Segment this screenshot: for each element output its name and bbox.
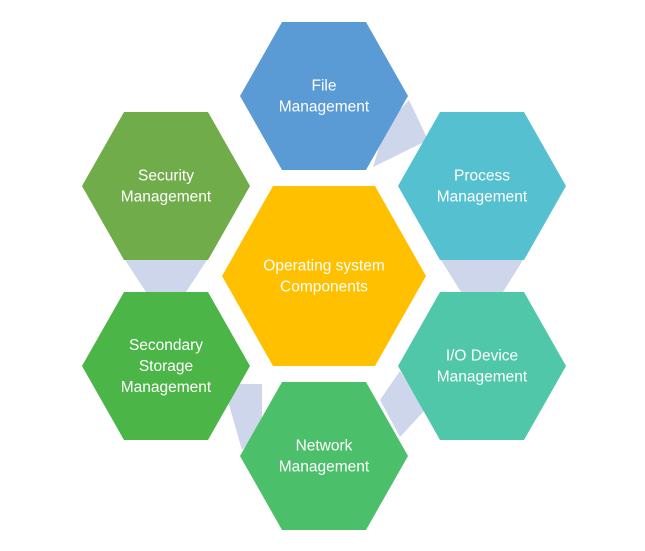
- file-management-hexagon-label-line: File: [312, 78, 337, 95]
- secondary-storage-management-hexagon-shape: [82, 292, 250, 440]
- connector-io-network: [380, 371, 425, 437]
- connector-storage-security: [125, 260, 207, 292]
- io-device-management-hexagon-label-line: I/O Device: [446, 348, 518, 365]
- io-device-management-hexagon-shape: [398, 292, 566, 440]
- network-management-hexagon-label-line: Network: [296, 438, 353, 455]
- operating-system-components-hexagon-shape: [222, 186, 426, 366]
- connector-file-process: [373, 100, 428, 167]
- process-management-hexagon-label-line: Management: [437, 189, 528, 206]
- security-management-hexagon-shape: [82, 112, 250, 260]
- security-management-hexagon-label-line: Security: [138, 168, 194, 185]
- secondary-storage-management-hexagon-label-line: Storage: [139, 358, 193, 375]
- connector-network-storage: [223, 384, 262, 450]
- secondary-storage-management-hexagon-label-line: Management: [121, 379, 212, 396]
- network-management-hexagon-shape: [240, 382, 408, 530]
- secondary-storage-management-hexagon-label-line: Secondary: [129, 337, 203, 354]
- security-management-hexagon-label-line: Management: [121, 189, 212, 206]
- operating-system-components-hexagon-label-line: Operating system: [263, 258, 384, 275]
- network-management-hexagon-label-line: Management: [279, 459, 370, 476]
- connector-process-io: [441, 260, 523, 292]
- file-management-hexagon-label-line: Management: [279, 99, 370, 116]
- io-device-management-hexagon-label-line: Management: [437, 369, 528, 386]
- connectors: [125, 100, 523, 450]
- file-management-hexagon-shape: [240, 22, 408, 170]
- operating-system-components-hexagon-label-line: Components: [280, 279, 368, 296]
- process-management-hexagon-label-line: Process: [454, 168, 510, 185]
- process-management-hexagon-shape: [398, 112, 566, 260]
